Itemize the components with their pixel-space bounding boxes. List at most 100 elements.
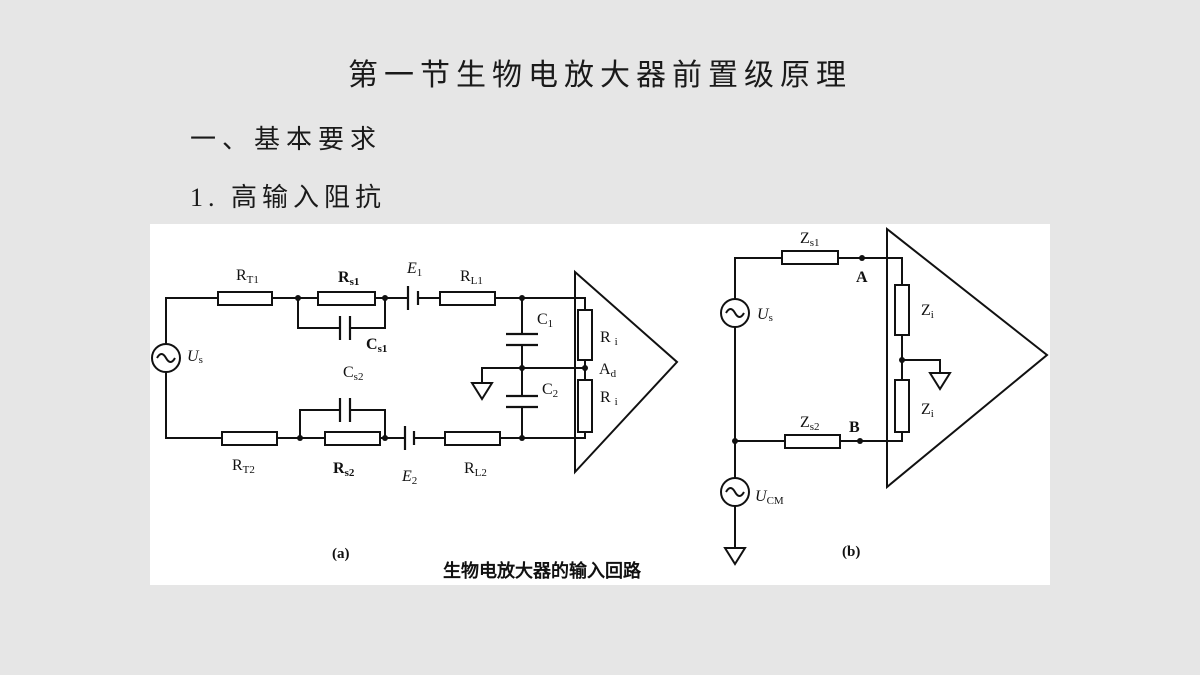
capacitor-c1 <box>506 332 538 347</box>
node <box>295 295 301 301</box>
node-ad <box>582 365 588 371</box>
label-zi-lower-sub: i <box>931 408 934 420</box>
section-heading: 一、基本要求 <box>190 125 383 154</box>
slide-title: 第一节生物电放大器前置级原理 <box>348 59 852 92</box>
impedance-zs2 <box>784 434 841 449</box>
node <box>899 357 905 363</box>
node <box>519 435 525 441</box>
label-zi-lower: Zi <box>921 401 934 420</box>
label-c2-main: C <box>542 381 553 398</box>
label-us-b-main: U <box>757 306 770 323</box>
node <box>519 365 525 371</box>
amplifier-a <box>574 269 679 475</box>
label-cs1-sub: s1 <box>378 343 388 355</box>
label-c2: C2 <box>542 381 558 400</box>
resistor-rs2 <box>324 431 381 446</box>
ground-symbol-ucm <box>723 547 747 566</box>
label-zs1-sub: s1 <box>810 237 820 249</box>
label-rt2-sub: T2 <box>243 464 255 476</box>
label-ri-lower-main: R <box>600 389 611 406</box>
label-e1: E1 <box>406 260 422 279</box>
label-zs2: Zs2 <box>800 414 820 433</box>
label-ri-lower-sub: i <box>615 396 618 408</box>
label-rs2-sub: s2 <box>345 467 355 479</box>
label-zi-lower-main: Z <box>921 401 931 418</box>
node <box>382 295 388 301</box>
label-ucm: UCM <box>755 488 784 507</box>
label-zs2-main: Z <box>800 414 810 431</box>
capacitor-cs2 <box>338 398 352 422</box>
label-node-a: A <box>856 269 868 286</box>
label-us-b-sub: s <box>769 312 773 324</box>
label-ad-main: A <box>599 361 611 378</box>
label-c2-sub: 2 <box>553 388 559 400</box>
label-c1: C1 <box>537 311 553 330</box>
label-zs2-sub: s2 <box>810 421 820 433</box>
label-rt1-sub: T1 <box>247 274 259 286</box>
ground-symbol-b <box>928 372 952 391</box>
label-us-a-main: U <box>187 348 200 365</box>
label-rt2: RT2 <box>232 457 255 476</box>
label-rs2: Rs2 <box>333 460 355 479</box>
impedance-zi-lower <box>894 379 910 433</box>
resistor-rt2 <box>221 431 278 446</box>
battery-e2 <box>403 426 416 450</box>
label-rl1: RL1 <box>460 268 483 287</box>
label-e2: E2 <box>401 468 417 487</box>
label-ad: Ad <box>599 361 617 380</box>
label-cs1: Cs1 <box>366 336 387 355</box>
resistor-rt1 <box>217 291 273 306</box>
label-rt2-main: R <box>232 457 243 474</box>
amplifier-b <box>886 226 1049 490</box>
wire-ground-a <box>481 367 522 383</box>
label-zs1: Zs1 <box>800 230 820 249</box>
label-rs1: Rs1 <box>338 269 359 288</box>
label-rl2-sub: L2 <box>475 467 487 479</box>
resistor-rl1 <box>439 291 496 306</box>
ground-symbol-a <box>470 382 494 401</box>
wire-cs1-loop <box>297 298 386 329</box>
subsection-heading: 1. 高输入阻抗 <box>190 183 387 212</box>
label-rt1: RT1 <box>236 267 259 286</box>
label-rl1-sub: L1 <box>471 275 483 287</box>
label-cs1-main: C <box>366 336 378 353</box>
sine-wave-icon <box>725 487 745 497</box>
label-ri-upper-sub: i <box>615 336 618 348</box>
label-us-b: Us <box>757 306 773 324</box>
impedance-zs1 <box>781 250 839 265</box>
label-node-b: B <box>849 419 860 436</box>
resistor-ri-upper <box>577 309 593 361</box>
sine-wave-icon <box>156 353 176 363</box>
label-rl2-main: R <box>464 460 475 477</box>
label-ucm-main: U <box>755 488 768 505</box>
label-zs1-main: Z <box>800 230 810 247</box>
label-rs2-main: R <box>333 460 345 477</box>
node <box>382 435 388 441</box>
resistor-rl2 <box>444 431 501 446</box>
impedance-zi-upper <box>894 284 910 336</box>
node <box>519 295 525 301</box>
label-e1-main: E <box>406 260 417 277</box>
label-zi-upper-sub: i <box>931 309 934 321</box>
label-c1-sub: 1 <box>548 318 554 330</box>
label-e1-sub: 1 <box>417 267 423 279</box>
label-c1-main: C <box>537 311 548 328</box>
label-rs1-main: R <box>338 269 350 286</box>
label-rl1-main: R <box>460 268 471 285</box>
label-e2-main: E <box>401 468 412 485</box>
node <box>732 438 738 444</box>
label-ucm-sub: CM <box>767 495 784 507</box>
label-cs2-main: C <box>343 364 354 381</box>
label-ri-upper-main: R <box>600 329 611 346</box>
wire-cs2-loop <box>299 409 386 438</box>
label-us-a: Us <box>187 348 203 366</box>
label-zi-upper: Zi <box>921 302 934 321</box>
label-rs1-sub: s1 <box>350 276 360 288</box>
node-b <box>857 438 863 444</box>
label-rt1-main: R <box>236 267 247 284</box>
battery-e1 <box>406 286 420 310</box>
